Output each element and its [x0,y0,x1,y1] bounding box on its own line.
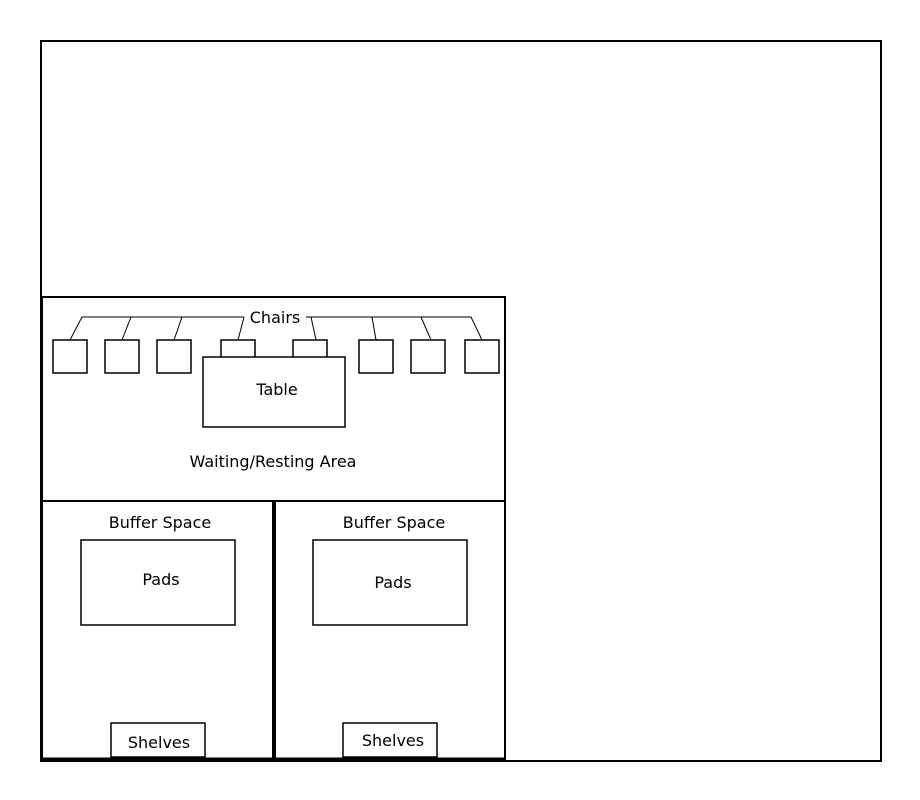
waiting-area-label: Waiting/Resting Area [190,452,357,471]
chair-4 [220,339,256,359]
chair-5 [292,339,328,359]
chair-6 [358,339,394,374]
shelves-left-label: Shelves [128,733,190,752]
chair-8 [464,339,500,374]
pads-right-label: Pads [374,573,411,592]
table-box [202,356,346,428]
pads-left-label: Pads [142,570,179,589]
chair-2 [104,339,140,374]
buffer-space-left-label: Buffer Space [109,513,211,532]
chair-7 [410,339,446,374]
shelves-right-label: Shelves [362,731,424,750]
buffer-space-right-label: Buffer Space [343,513,445,532]
shelves-left-box [110,722,206,758]
chairs-leader-lines [69,316,483,341]
chairs-label: Chairs [250,308,300,327]
table-label: Table [255,380,297,399]
chair-3 [156,339,192,374]
pads-left-box [80,539,236,626]
chair-1 [52,339,88,374]
shelves-right-box [342,722,438,758]
pads-right-box [312,539,468,626]
